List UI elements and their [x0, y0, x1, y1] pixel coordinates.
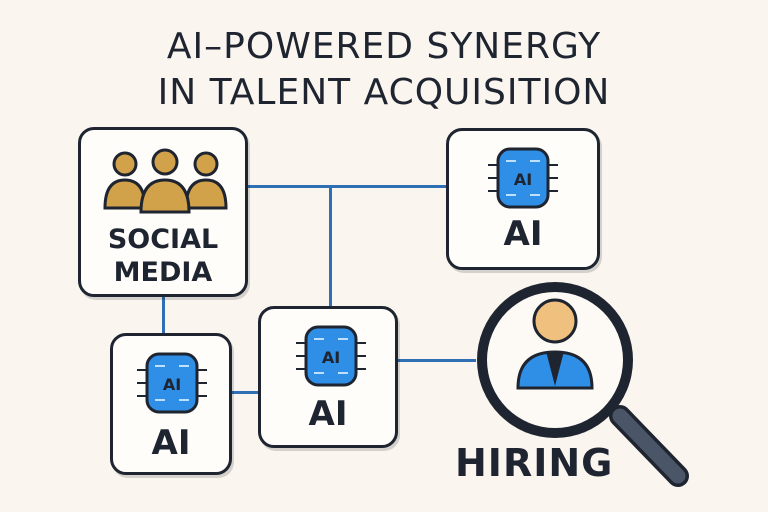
- ai-bottom-left-label: AI: [151, 423, 191, 463]
- ai-chip-icon: AI: [296, 325, 366, 387]
- ai-chip-icon: AI: [137, 352, 207, 414]
- social-media-label-line2: MEDIA: [113, 257, 213, 288]
- people-group-icon: [103, 148, 228, 214]
- chip-text: AI: [322, 348, 340, 367]
- social-media-label-line1: SOCIAL: [107, 224, 219, 255]
- title-line-2: IN TALENT ACQUISITION: [157, 72, 611, 113]
- ai-center-label: AI: [308, 394, 348, 434]
- title-line-1: AI–POWERED SYNERGY: [166, 26, 602, 67]
- ai-card-center[interactable]: AI AI: [258, 306, 398, 448]
- wire-vertical-center: [329, 186, 332, 306]
- ai-card-bottom-left[interactable]: AI AI: [110, 333, 232, 475]
- social-media-card[interactable]: SOCIAL MEDIA: [78, 127, 248, 297]
- ai-chip-icon: AI: [488, 147, 558, 209]
- wire-social-to-right: [247, 185, 447, 188]
- wire-social-down: [162, 295, 165, 335]
- chip-text: AI: [514, 170, 532, 189]
- ai-card-top-right[interactable]: AI AI: [446, 128, 600, 270]
- magnifying-glass-person-icon: [477, 282, 689, 487]
- hiring-label: HIRING: [455, 441, 614, 485]
- ai-top-right-label: AI: [503, 214, 543, 254]
- wire-center-to-hiring: [396, 359, 476, 362]
- wire-bottomleft-to-center: [230, 391, 260, 394]
- chip-text: AI: [163, 375, 181, 394]
